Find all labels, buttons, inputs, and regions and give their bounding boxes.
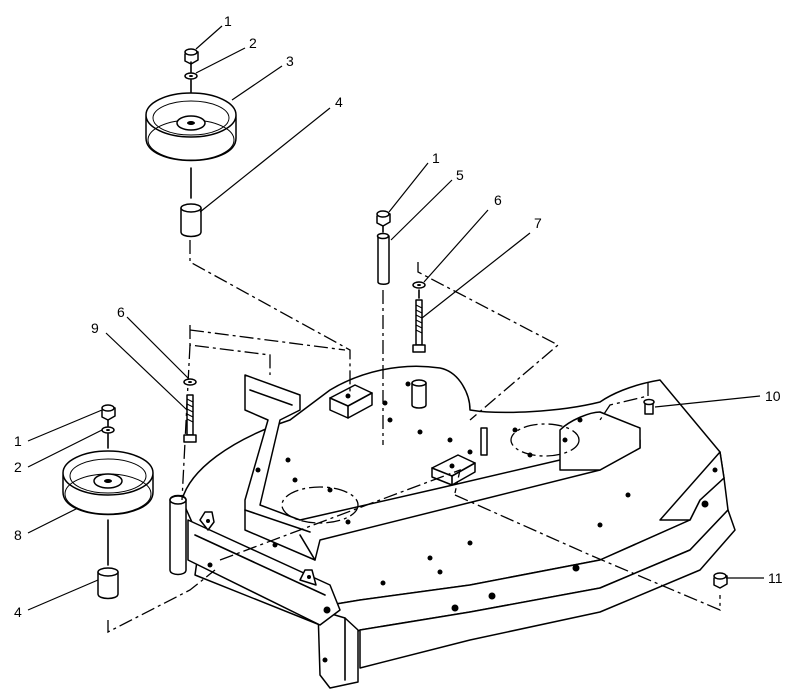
callout-3: 3 bbox=[286, 53, 294, 69]
idler-pulley-assembly-lower bbox=[62, 404, 154, 600]
callout-1: 1 bbox=[224, 13, 232, 29]
washer-center bbox=[412, 281, 426, 289]
flange-nut-center bbox=[376, 210, 391, 227]
deck-holes bbox=[207, 381, 718, 663]
callout-labels: 1 2 3 4 1 5 6 7 6 9 10 1 2 8 4 11 bbox=[14, 13, 783, 620]
callout-4: 4 bbox=[14, 604, 22, 620]
leader-lines bbox=[27, 25, 764, 611]
callout-10: 10 bbox=[765, 388, 781, 404]
flange-nut-lower bbox=[101, 404, 116, 421]
flange-nut-upper bbox=[184, 48, 199, 65]
long-spacer bbox=[376, 232, 390, 285]
callout-8: 8 bbox=[14, 527, 22, 543]
center-bolt-stack bbox=[376, 210, 426, 353]
washer-lower bbox=[101, 426, 115, 434]
bolt-10 bbox=[643, 398, 655, 415]
callout-7: 7 bbox=[534, 215, 542, 231]
idler-pulley-upper bbox=[145, 92, 237, 162]
nut-11 bbox=[713, 572, 728, 589]
callout-9: 9 bbox=[91, 320, 99, 336]
callout-6: 6 bbox=[494, 192, 502, 208]
callout-2: 2 bbox=[249, 35, 257, 51]
assembly-centerlines bbox=[107, 240, 721, 634]
callout-5: 5 bbox=[456, 167, 464, 183]
callout-4: 4 bbox=[335, 94, 343, 110]
callout-11: 11 bbox=[768, 570, 783, 586]
left-bolt-stack bbox=[183, 378, 197, 443]
washer-left bbox=[183, 378, 197, 386]
idler-pulley-assembly-upper bbox=[145, 48, 237, 238]
idler-pulley-lower bbox=[62, 450, 154, 516]
callout-1: 1 bbox=[432, 150, 440, 166]
callout-1: 1 bbox=[14, 433, 22, 449]
callout-2: 2 bbox=[14, 459, 22, 475]
washer-upper bbox=[184, 72, 198, 80]
spacer-upper bbox=[180, 203, 202, 238]
bolt-center bbox=[412, 299, 426, 353]
callout-6: 6 bbox=[117, 304, 125, 320]
spacer-lower bbox=[97, 567, 119, 600]
bolt-left bbox=[183, 394, 197, 443]
